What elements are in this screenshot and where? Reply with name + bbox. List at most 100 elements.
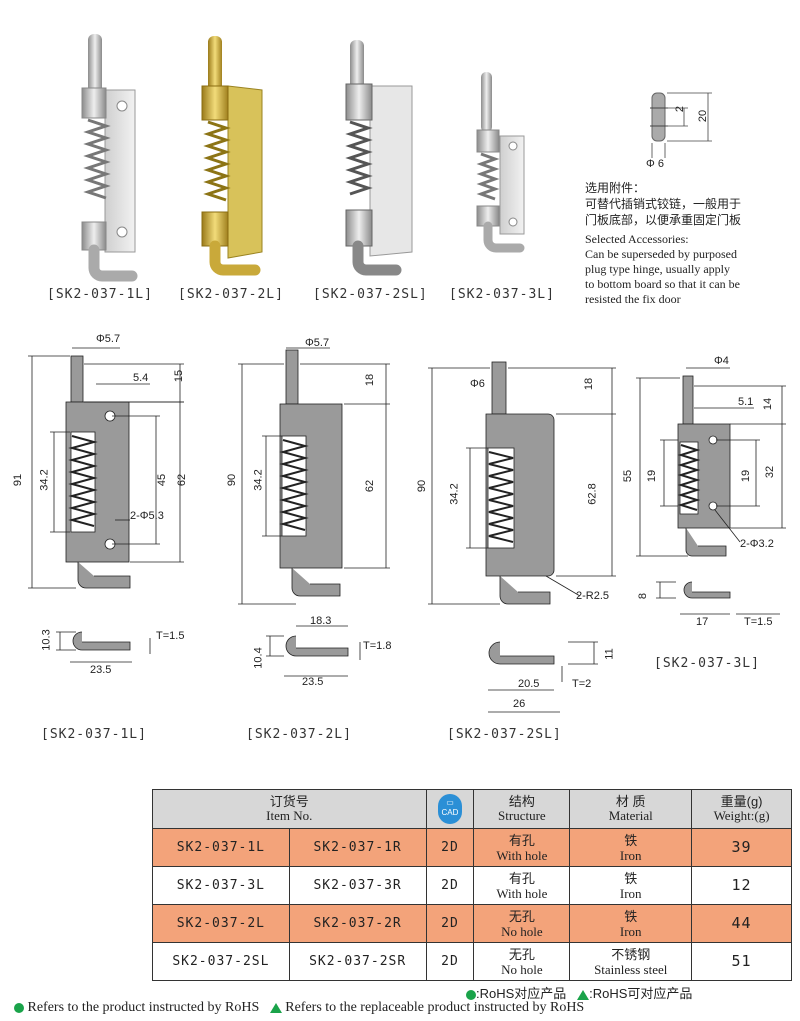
accessory-note-cn: 选用附件： 可替代插销式铰链，一般用于 门板底部，以便承重固定门板 xyxy=(585,180,741,228)
d1-dim-total: 91 xyxy=(12,473,25,487)
weight-cell: 51 xyxy=(691,942,792,981)
rohs-dot-icon xyxy=(466,989,476,1000)
d3-dim-thickness: T=2 xyxy=(572,678,592,690)
accessory-cn-line: 可替代插销式铰链，一般用于 xyxy=(585,197,742,211)
accessory-en-line: resisted the fix door xyxy=(585,292,681,306)
d3-phi: Φ6 xyxy=(470,378,485,390)
accessory-en-line: to bottom board so that it can be xyxy=(585,277,740,291)
d1-phi: Φ5.7 xyxy=(96,333,121,345)
item-left: SK2-037-2SL xyxy=(152,942,290,981)
caption-drawing-2sl: [SK2-037-2SL] xyxy=(447,727,562,742)
cad-cell: 2D xyxy=(425,904,475,943)
item-left: SK2-037-3L xyxy=(152,866,290,905)
d3-dim-e: 11 xyxy=(603,648,616,660)
d1-dim-c: 45 xyxy=(156,473,169,487)
accessory-en-line: Can be superseded by purposed xyxy=(585,247,737,261)
header-item: 订货号 Item No. xyxy=(152,789,427,829)
end-view-1l xyxy=(56,631,151,663)
d3-dim-spring: 34.2 xyxy=(448,483,461,505)
accessory-dim-20: 20 xyxy=(697,109,710,123)
d2-dim-total: 90 xyxy=(226,473,239,487)
header-structure: 结构 Structure xyxy=(473,789,571,829)
rohs-dot-icon xyxy=(14,1002,24,1013)
rohs-triangle-icon xyxy=(577,989,590,1000)
caption-photo-2l: [SK2-037-2L] xyxy=(178,287,284,302)
d4-dim-c2: 19 xyxy=(740,469,753,483)
d3-dim-b: 18 xyxy=(583,377,596,391)
header-weight: 重量(g) Weight:(g) xyxy=(691,789,792,829)
d1-dim-a: 5.4 xyxy=(133,372,149,384)
cad-cell: 2D xyxy=(425,828,475,867)
caption-photo-3l: [SK2-037-3L] xyxy=(449,287,555,302)
d4-dim-thickness: T=1.5 xyxy=(744,616,773,628)
end-view-2l xyxy=(266,625,361,677)
drawing-sk2-037-1l xyxy=(28,347,184,589)
d1-dim-width: 23.5 xyxy=(90,664,112,676)
legend-rohs-plus-en: Refers to the replaceable product instru… xyxy=(285,1000,585,1015)
cad-cell: 2D xyxy=(425,866,475,905)
item-right: SK2-037-2R xyxy=(288,904,427,943)
header-item-en: Item No. xyxy=(266,808,313,823)
d3-dim-width: 20.5 xyxy=(518,678,540,690)
d2-dim-d: 62 xyxy=(364,479,377,493)
d2-dim-spring: 34.2 xyxy=(252,469,265,491)
table-header-row: 订货号 Item No. ▭CAD 结构 Structure 材 质 Mater… xyxy=(152,789,792,829)
legend-rohs-plus-cn: :RoHS可对应产品 xyxy=(589,986,693,1001)
weight-cell: 44 xyxy=(691,904,792,943)
d3-dim-length: 26 xyxy=(513,698,526,710)
d3-dim-total: 90 xyxy=(416,479,429,493)
item-left: SK2-037-1L xyxy=(152,828,290,867)
caption-drawing-3l: [SK2-037-3L] xyxy=(654,656,760,671)
d1-dim-spring: 34.2 xyxy=(38,469,51,491)
weight-cell: 39 xyxy=(691,828,792,867)
header-weight-cn: 重量(g) xyxy=(720,794,763,809)
d1-dim-thickness: T=1.5 xyxy=(156,630,185,642)
accessory-pin-drawing xyxy=(650,92,712,158)
caption-drawing-2l: [SK2-037-2L] xyxy=(246,727,352,742)
header-structure-cn: 结构 xyxy=(508,794,535,809)
cad-cell: 2D xyxy=(425,942,475,981)
accessory-en-line: Selected Accessories: xyxy=(585,232,689,246)
header-material-en: Material xyxy=(608,808,653,823)
drawing-sk2-037-2l xyxy=(238,347,390,605)
d1-dim-hole: 2-Φ5.3 xyxy=(130,510,164,522)
d3-dim-radius: 2-R2.5 xyxy=(576,590,610,602)
d2-dim-width: 18.3 xyxy=(310,615,332,627)
legend-en: Refers to the product instructed by RoHS… xyxy=(14,1000,584,1016)
accessory-en-line: plug type hinge, usually apply xyxy=(585,262,730,276)
legend-cn: :RoHS对应产品 :RoHS可对应产品 xyxy=(466,983,692,1002)
header-item-cn: 订货号 xyxy=(269,794,309,809)
d4-dim-a: 5.1 xyxy=(738,396,754,408)
d4-dim-hole: 2-Φ3.2 xyxy=(740,538,774,550)
end-view-3l xyxy=(656,581,780,615)
d4-dim-c1: 19 xyxy=(646,469,659,483)
item-right: SK2-037-2SR xyxy=(288,942,427,981)
d2-phi: Φ5.7 xyxy=(305,337,330,349)
technical-drawings xyxy=(28,347,786,713)
accessory-cn-line: 选用附件： xyxy=(585,181,646,195)
d4-dim-width: 17 xyxy=(696,616,709,628)
accessory-dim-phi6: Φ 6 xyxy=(646,158,664,170)
item-left: SK2-037-2L xyxy=(152,904,290,943)
d1-dim-e: 10.3 xyxy=(40,629,53,651)
item-right: SK2-037-1R xyxy=(288,828,427,867)
header-material: 材 质 Material xyxy=(569,789,693,829)
caption-photo-2sl: [SK2-037-2SL] xyxy=(313,287,428,302)
photo-sk2-037-3l xyxy=(476,72,525,253)
d2-dim-b: 18 xyxy=(364,373,377,387)
photo-sk2-037-2sl xyxy=(345,40,413,276)
d2-dim-thickness: T=1.8 xyxy=(363,640,392,652)
weight-cell: 12 xyxy=(691,866,792,905)
d4-dim-total: 55 xyxy=(622,469,635,483)
product-photos xyxy=(81,34,712,282)
